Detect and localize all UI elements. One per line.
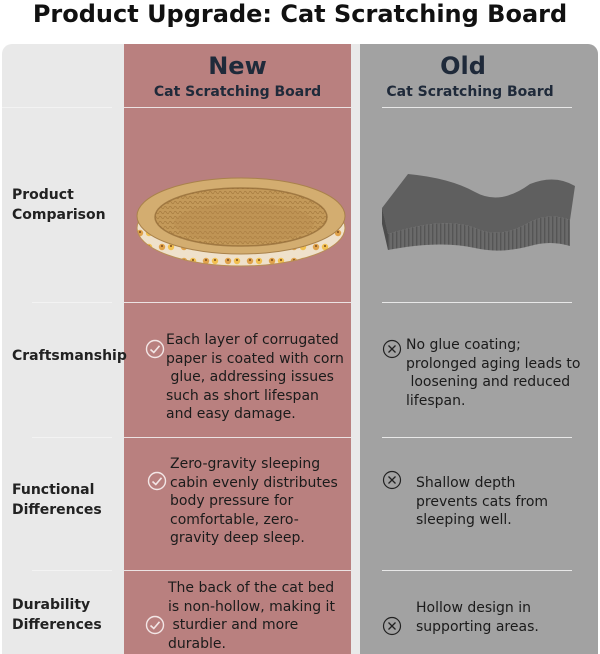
text-line: prolonged aging leads to bbox=[406, 355, 581, 372]
text-line: sleeping well. bbox=[416, 512, 512, 528]
new-scratcher-image bbox=[134, 170, 349, 270]
row-label-craftsmanship: Craftsmanship bbox=[12, 346, 127, 366]
durability-new-text: The back of the cat bed is non-hollow, m… bbox=[168, 579, 358, 653]
divider bbox=[32, 302, 112, 303]
text-line: cabin evenly distributes bbox=[170, 474, 338, 491]
row-label-line: Craftsmanship bbox=[12, 348, 127, 364]
text-line: such as short lifespan bbox=[166, 387, 319, 404]
divider bbox=[124, 107, 351, 108]
text-line: The back of the cat bed bbox=[168, 580, 335, 596]
functional-old-text: Shallow depth prevents cats from sleepin… bbox=[416, 474, 586, 530]
craftsmanship-old-text: No glue coating; prolonged aging leads t… bbox=[406, 336, 596, 410]
text-line: prevents cats from bbox=[416, 493, 549, 510]
divider bbox=[382, 437, 572, 438]
new-column-subheading: Cat Scratching Board bbox=[153, 84, 322, 100]
divider bbox=[2, 107, 112, 108]
text-line: No glue coating; bbox=[406, 337, 521, 353]
divider bbox=[382, 107, 572, 108]
old-column-heading: Old bbox=[440, 52, 486, 80]
divider bbox=[382, 570, 572, 571]
divider bbox=[32, 570, 112, 571]
old-column bbox=[360, 44, 598, 654]
text-line: glue, addressing issues bbox=[166, 369, 334, 385]
cross-circle-icon bbox=[382, 616, 402, 636]
divider bbox=[382, 302, 572, 303]
text-line: Shallow depth bbox=[416, 475, 516, 491]
cross-circle-icon bbox=[382, 470, 402, 490]
text-line: Each layer of corrugated bbox=[166, 332, 339, 348]
old-column-subheading: Cat Scratching Board bbox=[386, 84, 554, 100]
row-label-line: Durability bbox=[12, 597, 91, 613]
text-line: lifespan. bbox=[406, 392, 466, 409]
row-label-line: Functional bbox=[12, 482, 95, 498]
new-column-heading: New bbox=[208, 52, 267, 80]
check-circle-icon bbox=[145, 339, 165, 359]
row-label-line: Differences bbox=[12, 502, 102, 518]
divider bbox=[124, 570, 351, 571]
row-label-line: Comparison bbox=[12, 207, 106, 223]
row-label-line: Differences bbox=[12, 617, 102, 633]
row-label-line: Product bbox=[12, 187, 74, 203]
durability-old-text: Hollow design in supporting areas. bbox=[416, 599, 586, 636]
divider bbox=[124, 302, 351, 303]
text-line: is non-hollow, making it bbox=[168, 598, 335, 615]
text-line: comfortable, zero- bbox=[170, 511, 299, 528]
check-circle-icon bbox=[145, 615, 165, 635]
row-label-durability-differences: Durability Differences bbox=[12, 595, 124, 635]
text-line: durable. bbox=[168, 635, 226, 652]
text-line: Hollow design in bbox=[416, 600, 531, 616]
comparison-table: New Cat Scratching Board Old Cat Scratch… bbox=[2, 44, 598, 654]
new-column bbox=[124, 44, 351, 654]
functional-new-text: Zero-gravity sleeping cabin evenly distr… bbox=[170, 455, 350, 548]
page-title: Product Upgrade: Cat Scratching Board bbox=[32, 0, 568, 28]
text-line: paper is coated with corn bbox=[166, 350, 344, 367]
divider bbox=[124, 437, 351, 438]
text-line: sturdier and more bbox=[168, 617, 299, 633]
text-line: and easy damage. bbox=[166, 406, 296, 422]
text-line: gravity deep sleep. bbox=[170, 530, 305, 546]
cross-circle-icon bbox=[382, 339, 402, 359]
text-line: body pressure for bbox=[170, 493, 294, 509]
text-line: supporting areas. bbox=[416, 618, 539, 635]
row-label-product-comparison: Product Comparison bbox=[12, 185, 124, 225]
text-line: loosening and reduced bbox=[406, 374, 571, 390]
old-scratcher-image bbox=[380, 170, 580, 255]
row-label-functional-differences: Functional Differences bbox=[12, 480, 124, 520]
check-circle-icon bbox=[147, 471, 167, 491]
text-line: Zero-gravity sleeping bbox=[170, 456, 321, 472]
craftsmanship-new-text: Each layer of corrugated paper is coated… bbox=[166, 331, 356, 424]
divider bbox=[32, 437, 112, 438]
